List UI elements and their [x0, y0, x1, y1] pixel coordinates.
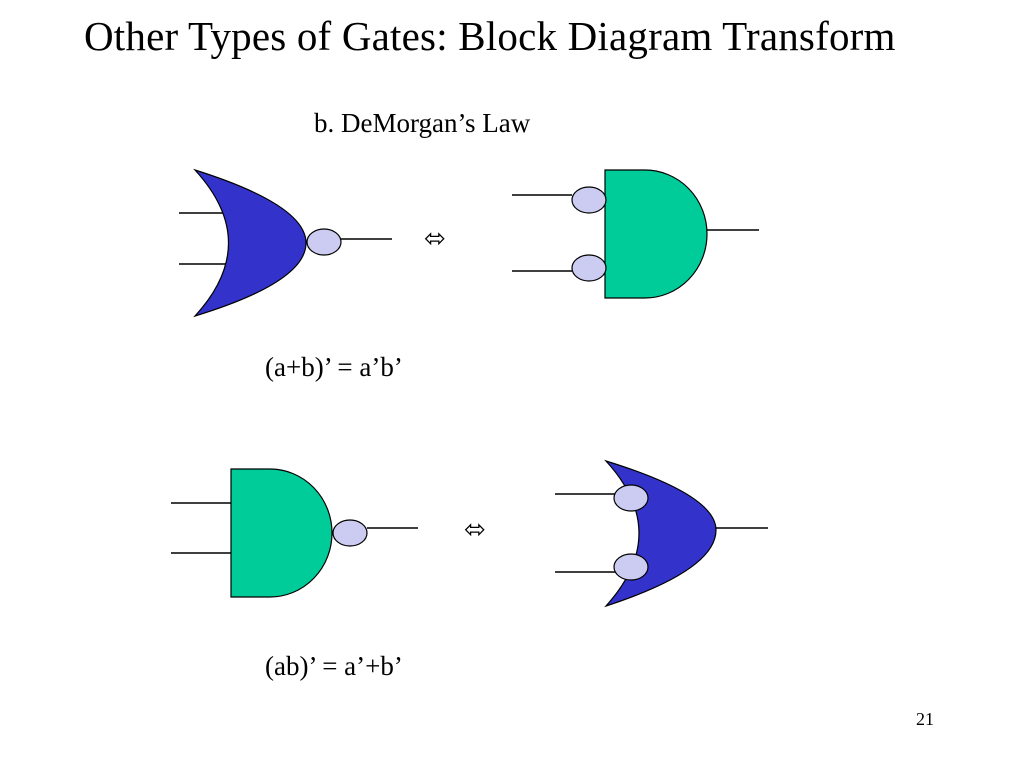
or-gate-inverted-inputs-2	[555, 459, 768, 608]
or-gate-2-body	[604, 459, 717, 608]
nand-gate-2-body	[230, 468, 333, 598]
page-number: 21	[916, 709, 934, 729]
equation-nand-demorgan: (ab)’ = a’+b’	[265, 651, 403, 681]
nor-gate-1-output-bubble	[306, 228, 342, 256]
nor-gate-1	[179, 168, 392, 318]
nand-gate-2-output-bubble	[332, 519, 368, 547]
equivalence-symbol-1: ⬄	[424, 224, 446, 254]
nand-gate-2	[171, 468, 418, 598]
equivalence-symbol-2: ⬄	[464, 515, 486, 545]
and-gate-1-input-a-bubble	[571, 186, 607, 214]
nor-gate-1-body	[193, 168, 307, 318]
equation-nor-demorgan: (a+b)’ = a’b’	[265, 352, 403, 382]
or-gate-2-input-b-bubble	[613, 553, 649, 581]
and-gate-inverted-inputs-1	[512, 169, 759, 299]
and-gate-1-input-b-bubble	[571, 254, 607, 282]
and-gate-1-body	[604, 169, 708, 299]
or-gate-2-input-a-bubble	[613, 484, 649, 512]
subtitle-demorgans-law: b. DeMorgan’s Law	[314, 108, 531, 138]
slide-title: Other Types of Gates: Block Diagram Tran…	[84, 13, 896, 59]
